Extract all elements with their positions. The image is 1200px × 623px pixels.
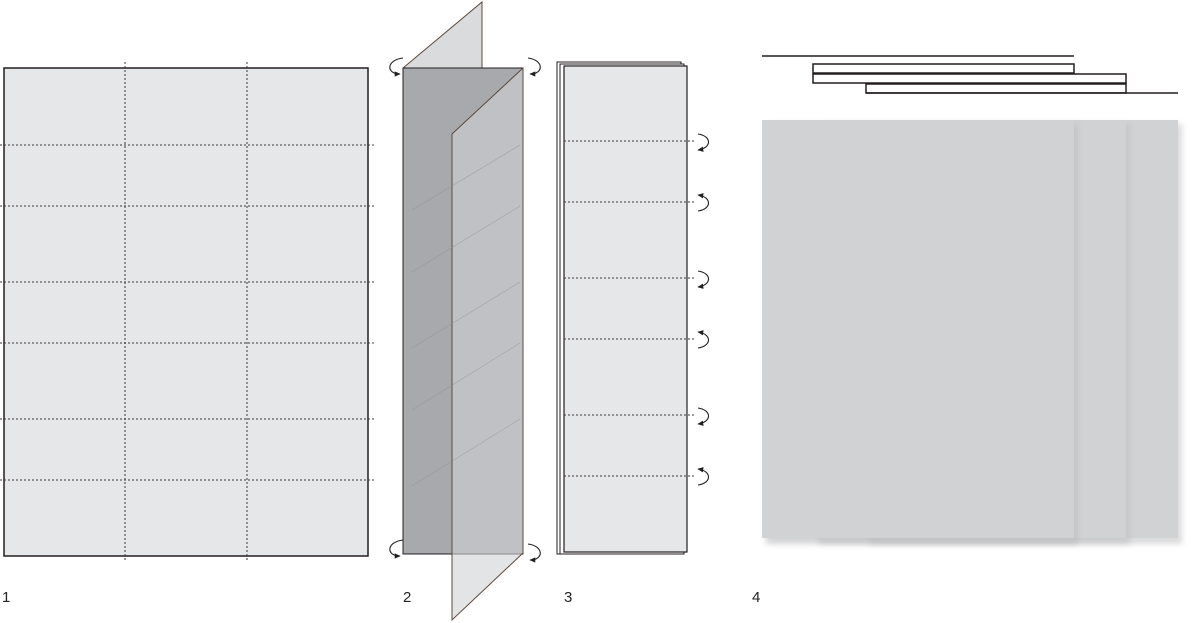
step-label-1: 1 <box>2 589 10 606</box>
curved-fold-arrow-icon <box>697 270 710 289</box>
sheet <box>3 67 369 557</box>
curved-fold-arrow-icon <box>697 467 710 486</box>
front-panel <box>451 66 524 622</box>
step-label-2: 2 <box>403 589 411 606</box>
curved-fold-arrow-icon <box>389 539 404 559</box>
card <box>762 120 1074 538</box>
curved-fold-arrow-icon <box>697 133 710 152</box>
curved-fold-arrow-icon <box>527 57 541 77</box>
step-4-stacked-cards <box>762 55 1182 544</box>
curved-fold-arrow-icon <box>527 543 541 563</box>
curved-fold-arrow-icon <box>697 193 710 212</box>
curved-fold-arrow-icon <box>389 57 404 77</box>
curved-fold-arrow-icon <box>697 407 710 426</box>
edge-strip <box>812 63 1075 74</box>
step-1-full-sheet <box>0 62 374 560</box>
step-3-folded-strip <box>556 61 710 555</box>
step-label-4: 4 <box>752 589 760 606</box>
step-2-z-fold <box>389 0 541 622</box>
strip-front-layer <box>563 65 688 553</box>
edge-strip <box>812 73 1127 84</box>
edge-strip <box>865 83 1127 94</box>
panel-guides <box>411 144 521 487</box>
step-label-3: 3 <box>564 589 572 606</box>
curved-fold-arrow-icon <box>697 330 710 349</box>
